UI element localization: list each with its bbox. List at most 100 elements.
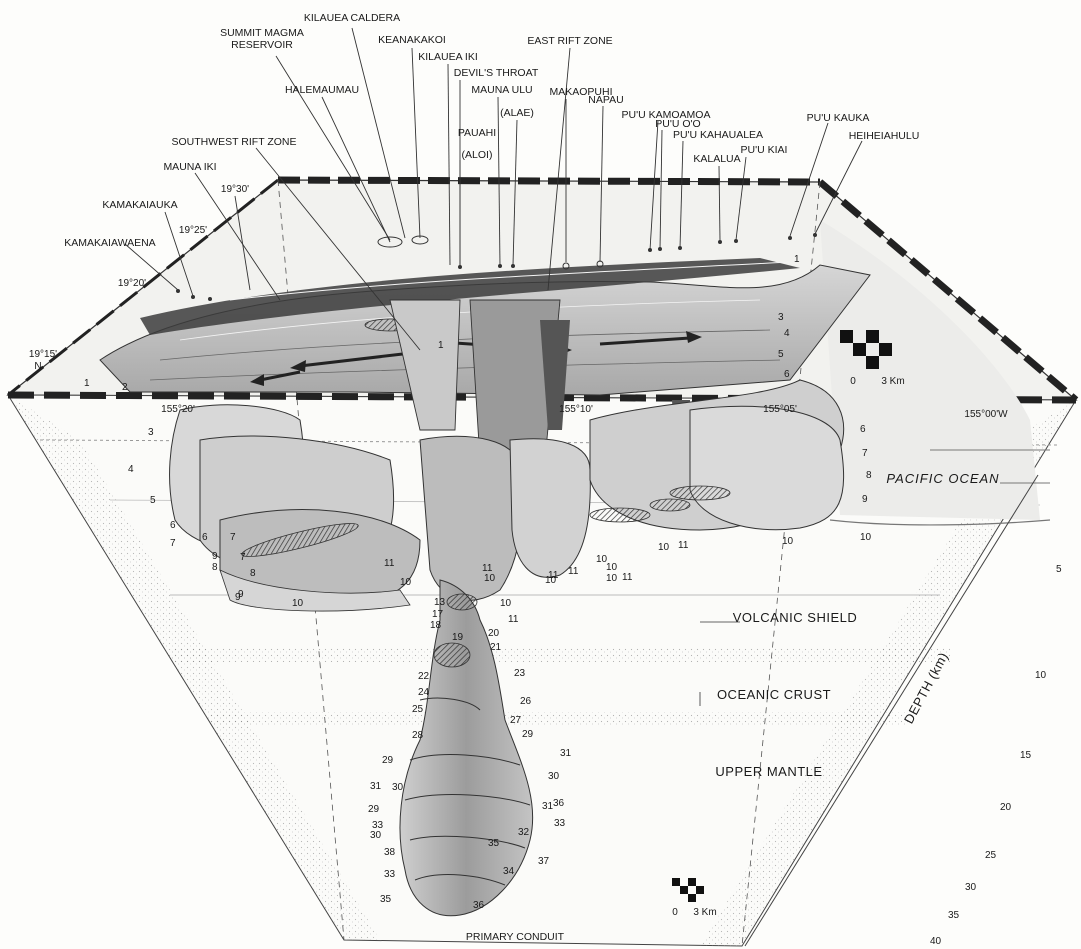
stage-number-label: 30 bbox=[370, 830, 382, 841]
label-halemaumau: HALEMAUMAU bbox=[285, 84, 359, 96]
coord-lon-155-00w: 155°00'W bbox=[964, 409, 1008, 420]
stage-number-label: 11 bbox=[622, 572, 633, 583]
stage-number-label: 10 bbox=[400, 577, 412, 588]
label-devils-throat: DEVIL'S THROAT bbox=[454, 67, 539, 79]
label-primary-conduit: PRIMARY CONDUIT bbox=[466, 931, 565, 943]
stage-number-label: 7 bbox=[862, 448, 868, 459]
stage-number-label: 36 bbox=[553, 798, 565, 809]
stage-number-label: 22 bbox=[418, 671, 430, 682]
stage-number-label: 21 bbox=[490, 642, 502, 653]
depth-tick-label: 40 bbox=[930, 936, 942, 947]
stage-number-label: 33 bbox=[384, 869, 396, 880]
coord-lat-19-15: 19°15' bbox=[29, 349, 57, 360]
stage-number-label: 25 bbox=[412, 704, 424, 715]
stage-number-label: 10 bbox=[484, 573, 496, 584]
stage-number-label: 37 bbox=[538, 856, 550, 867]
depth-tick-label: 25 bbox=[985, 850, 997, 861]
stage-number-label: 29 bbox=[382, 755, 394, 766]
stage-number-label: 10 bbox=[292, 598, 304, 609]
label-southwest-rift-zone: SOUTHWEST RIFT ZONE bbox=[171, 136, 296, 148]
stage-number-label: 10 bbox=[658, 542, 670, 553]
scale-bottom-end: 3 Km bbox=[693, 907, 716, 918]
label-heiheiahulu: HEIHEIAHULU bbox=[849, 130, 920, 142]
stage-number-label: 31 bbox=[560, 748, 572, 759]
stage-number-label: 1 bbox=[438, 340, 444, 351]
stage-number-label: 27 bbox=[510, 715, 522, 726]
stage-number-label: 4 bbox=[784, 328, 790, 339]
label-pacific-ocean: PACIFIC OCEAN bbox=[886, 471, 999, 486]
depth-tick-label: 20 bbox=[1000, 802, 1012, 813]
stage-number-label: 6 bbox=[860, 424, 866, 435]
stage-number-label: 34 bbox=[503, 866, 515, 877]
stage-number-label: 8 bbox=[866, 470, 872, 481]
stage-number-label: 30 bbox=[392, 782, 404, 793]
stage-number-label: 32 bbox=[518, 827, 530, 838]
label-east-rift-zone: EAST RIFT ZONE bbox=[527, 35, 612, 47]
stage-number-label: 29 bbox=[522, 729, 534, 740]
stage-number-label: 35 bbox=[380, 894, 392, 905]
label-puu-kahaualea: PU'U KAHAUALEA bbox=[673, 129, 763, 141]
label-summit-magma-line1: SUMMIT MAGMA bbox=[220, 27, 304, 39]
label-oceanic-crust: OCEANIC CRUST bbox=[717, 687, 831, 702]
coord-lon-155-10: 155°10' bbox=[559, 404, 593, 415]
stage-number-label: 29 bbox=[368, 804, 380, 815]
stage-number-label: 8 bbox=[250, 568, 256, 579]
stage-number-label: 11 bbox=[384, 558, 395, 569]
stage-number-label: 5 bbox=[778, 349, 784, 360]
stage-number-label: 10 bbox=[860, 532, 872, 543]
label-alae: (ALAE) bbox=[500, 107, 534, 119]
depth-tick-label: 10 bbox=[1035, 670, 1047, 681]
label-puu-kiai: PU'U KIAI bbox=[741, 144, 788, 156]
stage-number-label: 7 bbox=[170, 538, 176, 549]
label-keanakakoi: KEANAKAKOI bbox=[378, 34, 446, 46]
stage-number-label: 4 bbox=[128, 464, 134, 475]
stage-number-label: 30 bbox=[548, 771, 560, 782]
label-mauna-iki: MAUNA IKI bbox=[163, 161, 216, 173]
stage-number-label: 10 bbox=[606, 562, 618, 573]
stage-number-label: 33 bbox=[554, 818, 566, 829]
stage-number-label: 1 bbox=[794, 254, 800, 265]
stage-number-label: 13 bbox=[434, 597, 446, 608]
stage-number-label: 11 bbox=[548, 570, 559, 581]
depth-tick-label: 15 bbox=[1020, 750, 1032, 761]
stage-number-label: 1 bbox=[84, 378, 90, 389]
scale-top-zero: 0 bbox=[850, 376, 856, 387]
stage-number-label: 7 bbox=[240, 552, 246, 563]
stage-number-label: 10 bbox=[782, 536, 794, 547]
label-puu-kauka: PU'U KAUKA bbox=[807, 112, 870, 124]
stage-number-label: 20 bbox=[488, 628, 500, 639]
label-kalalua: KALALUA bbox=[693, 153, 740, 165]
stage-number-label: 35 bbox=[488, 838, 500, 849]
coord-lon-155-20: 155°20' bbox=[161, 404, 195, 415]
stage-number-label: 33 bbox=[372, 820, 384, 831]
stage-number-label: 11 bbox=[568, 566, 579, 577]
stage-number-label: 28 bbox=[412, 730, 424, 741]
label-kamakaiauka: KAMAKAIAUKA bbox=[102, 199, 177, 211]
stage-number-label: 23 bbox=[514, 668, 526, 679]
stage-number-label: 18 bbox=[430, 620, 442, 631]
stage-number-label: 6 bbox=[170, 520, 176, 531]
label-pauahi: PAUAHI bbox=[458, 127, 496, 139]
stage-number-label: 11 bbox=[678, 540, 689, 551]
stage-number-label: 3 bbox=[148, 427, 154, 438]
label-upper-mantle: UPPER MANTLE bbox=[715, 764, 822, 779]
stage-number-label: 9 bbox=[238, 589, 244, 600]
stage-number-label: 9 bbox=[862, 494, 868, 505]
label-mauna-ulu: MAUNA ULU bbox=[471, 84, 532, 96]
stage-number-label: 9 bbox=[212, 551, 218, 562]
stage-number-label: 6 bbox=[202, 532, 208, 543]
scale-bottom-zero: 0 bbox=[672, 907, 678, 918]
label-kilauea-caldera: KILAUEA CALDERA bbox=[304, 12, 400, 24]
depth-tick-label: 35 bbox=[948, 910, 960, 921]
stage-number-label: 11 bbox=[482, 563, 493, 574]
label-aloi: (ALOI) bbox=[462, 149, 493, 161]
coord-lat-19-30: 19°30' bbox=[221, 184, 249, 195]
depth-tick-label: 5 bbox=[1056, 564, 1062, 575]
stage-number-label: 11 bbox=[508, 614, 519, 625]
coord-lat-19-25: 19°25' bbox=[179, 225, 207, 236]
stage-number-label: 10 bbox=[606, 573, 618, 584]
coord-lat-n: N bbox=[34, 361, 41, 372]
stage-number-label: 8 bbox=[212, 562, 218, 573]
label-summit-magma-line2: RESERVOIR bbox=[231, 39, 293, 51]
